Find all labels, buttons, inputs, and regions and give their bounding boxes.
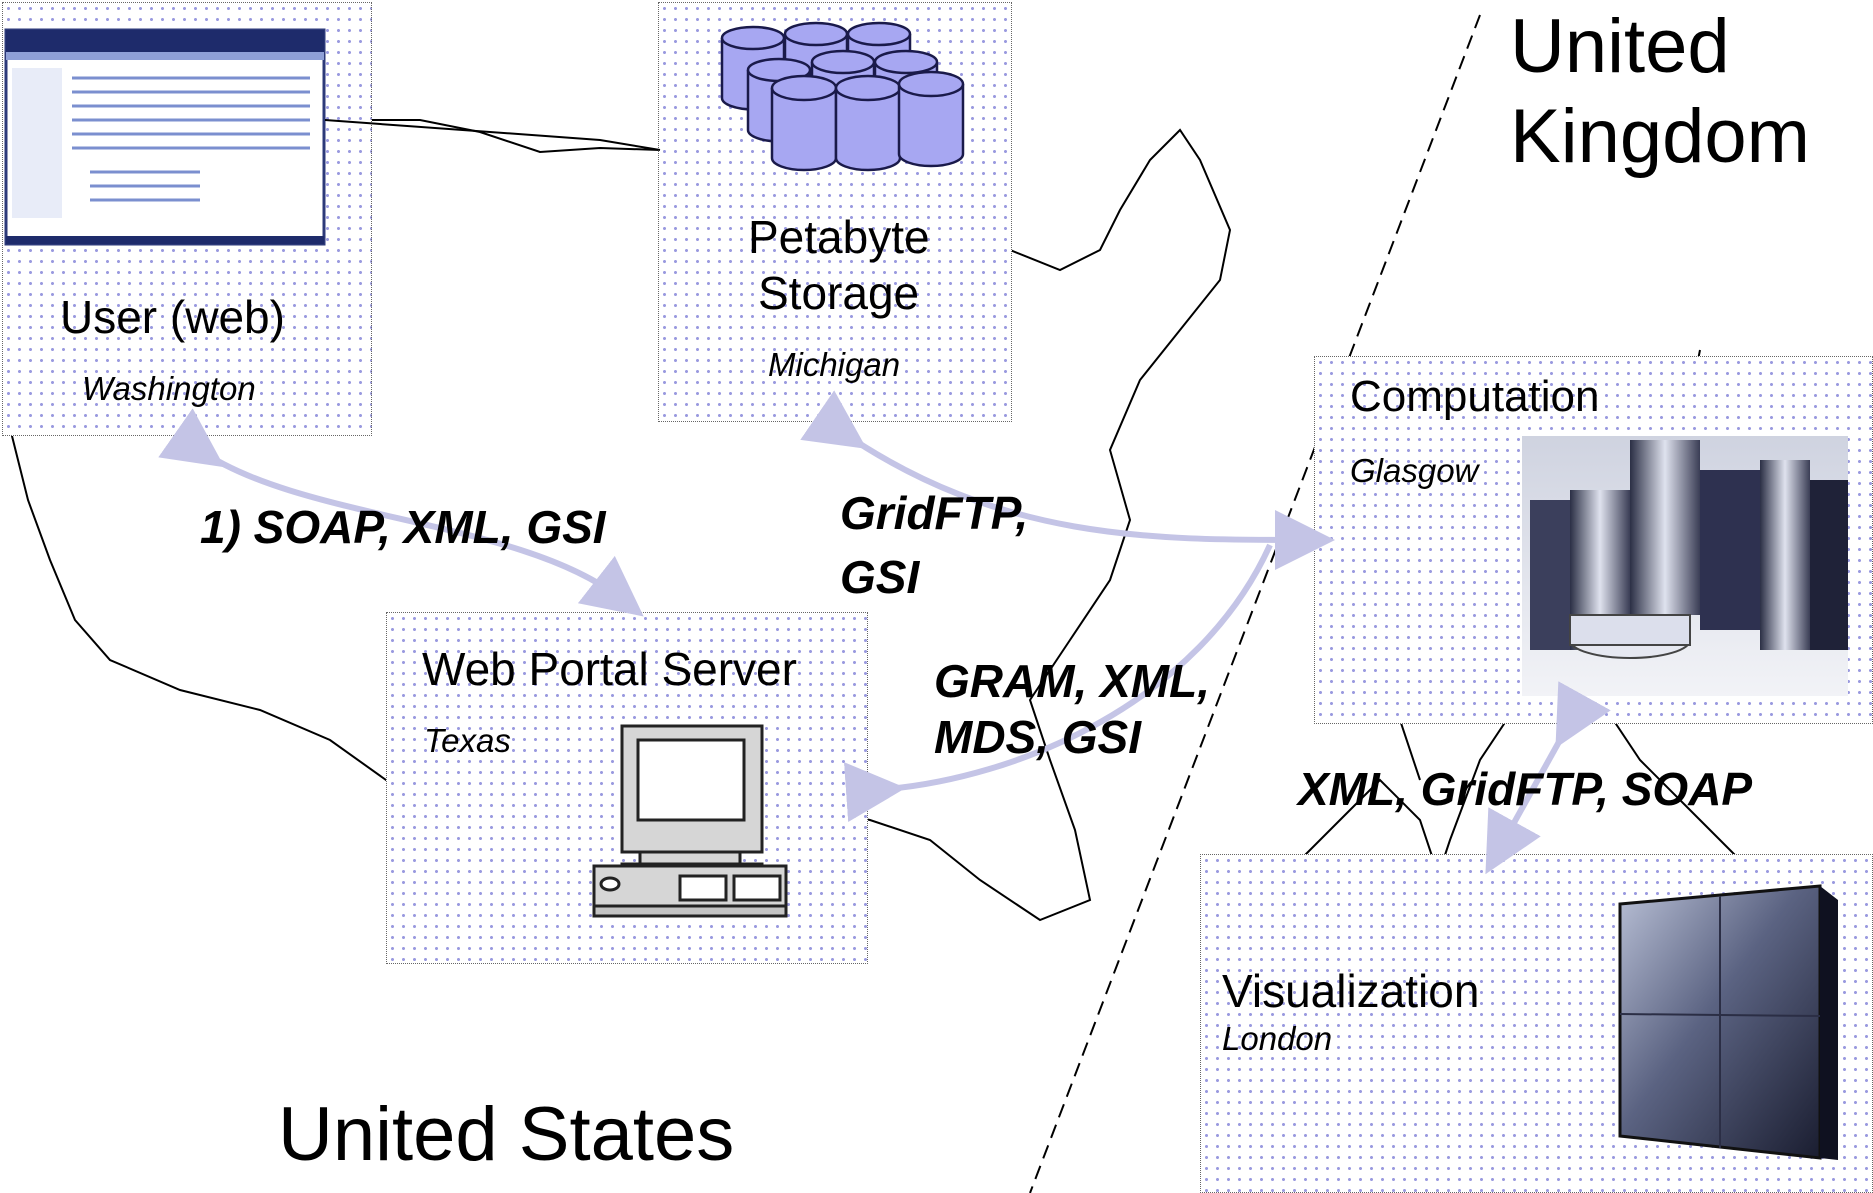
storage-node-location: Michigan xyxy=(768,346,901,383)
uk-region-label-line2: Kingdom xyxy=(1510,94,1810,179)
storage-node-title-line1: Petabyte xyxy=(748,211,930,263)
arrow-computation-visualization xyxy=(1485,681,1611,875)
protocol-label-gram-line2: MDS, GSI xyxy=(934,711,1142,763)
protocol-label-gridftp-line2: GSI xyxy=(840,551,920,603)
computation-node-location: Glasgow xyxy=(1350,452,1479,489)
uk-region-label-line1: United xyxy=(1510,4,1730,89)
portal-node-location: Texas xyxy=(424,722,511,759)
arrow-user-portal xyxy=(158,408,644,617)
protocol-label-gridftp-line1: GridFTP, xyxy=(840,487,1029,539)
user-node-location: Washington xyxy=(82,370,256,407)
arrow-storage-computation xyxy=(800,390,1335,570)
protocol-label-user-portal: 1) SOAP, XML, GSI xyxy=(200,501,606,553)
arrow-portal-computation xyxy=(843,543,1273,823)
us-uk-divider xyxy=(1029,14,1481,1193)
visualization-node-title: Visualization xyxy=(1222,965,1480,1017)
portal-node-title: Web Portal Server xyxy=(422,643,797,695)
storage-node-title-line2: Storage xyxy=(758,267,920,319)
protocol-label-gram-line1: GRAM, XML, xyxy=(934,655,1210,707)
computation-node-title: Computation xyxy=(1350,372,1600,421)
protocol-label-uk-link: XML, GridFTP, SOAP xyxy=(1298,763,1753,815)
us-region-label: United States xyxy=(278,1092,735,1177)
visualization-node-location: London xyxy=(1222,1020,1333,1057)
user-node-title: User (web) xyxy=(60,291,285,343)
